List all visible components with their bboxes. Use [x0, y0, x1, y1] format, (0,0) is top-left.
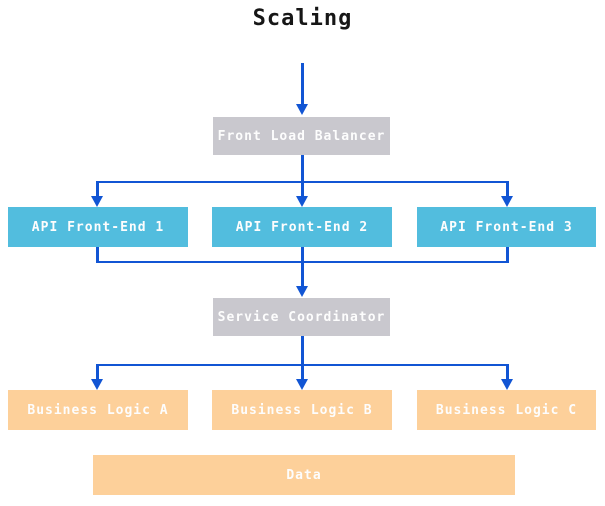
node-front-load-balancer-label: Front Load Balancer [217, 128, 386, 144]
connector-top-stem [301, 63, 304, 105]
node-api-front-end-2-label: API Front-End 2 [235, 219, 369, 235]
node-business-logic-a: Business Logic A [8, 390, 188, 430]
node-api-front-end-3: API Front-End 3 [417, 207, 596, 247]
connector-from-api3-stem [506, 247, 509, 263]
connector-to-logic-c-stem [506, 364, 509, 380]
node-service-coordinator-label: Service Coordinator [217, 309, 386, 325]
node-api-front-end-1: API Front-End 1 [8, 207, 188, 247]
node-data: Data [93, 455, 515, 495]
node-business-logic-a-label: Business Logic A [27, 402, 169, 418]
node-api-front-end-2: API Front-End 2 [212, 207, 392, 247]
node-business-logic-b: Business Logic B [212, 390, 392, 430]
node-business-logic-c-label: Business Logic C [435, 402, 578, 418]
node-front-load-balancer: Front Load Balancer [213, 117, 390, 155]
connector-balancer-stem [301, 155, 304, 183]
connector-from-api2-stem [301, 247, 304, 263]
arrowhead-down-icon [501, 196, 513, 207]
arrowhead-down-icon [296, 104, 308, 115]
arrowhead-down-icon [296, 196, 308, 207]
connector-to-logic-b-stem [301, 364, 304, 380]
arrowhead-down-icon [91, 196, 103, 207]
node-business-logic-b-label: Business Logic B [231, 402, 373, 418]
node-service-coordinator: Service Coordinator [213, 298, 390, 336]
connector-from-api1-stem [96, 247, 99, 263]
connector-to-logic-a-stem [96, 364, 99, 380]
node-business-logic-c: Business Logic C [417, 390, 596, 430]
arrowhead-down-icon [91, 379, 103, 390]
connector-to-api2-stem [301, 181, 304, 197]
arrowhead-down-icon [296, 286, 308, 297]
connector-to-api1-stem [96, 181, 99, 197]
connector-to-coordinator-stem [301, 261, 304, 287]
arrowhead-down-icon [296, 379, 308, 390]
connector-to-api3-stem [506, 181, 509, 197]
node-api-front-end-1-label: API Front-End 1 [31, 219, 165, 235]
node-data-label: Data [286, 467, 322, 483]
node-api-front-end-3-label: API Front-End 3 [440, 219, 573, 235]
connector-coordinator-stem [301, 336, 304, 366]
arrowhead-down-icon [501, 379, 513, 390]
diagram-title: Scaling [252, 6, 353, 31]
